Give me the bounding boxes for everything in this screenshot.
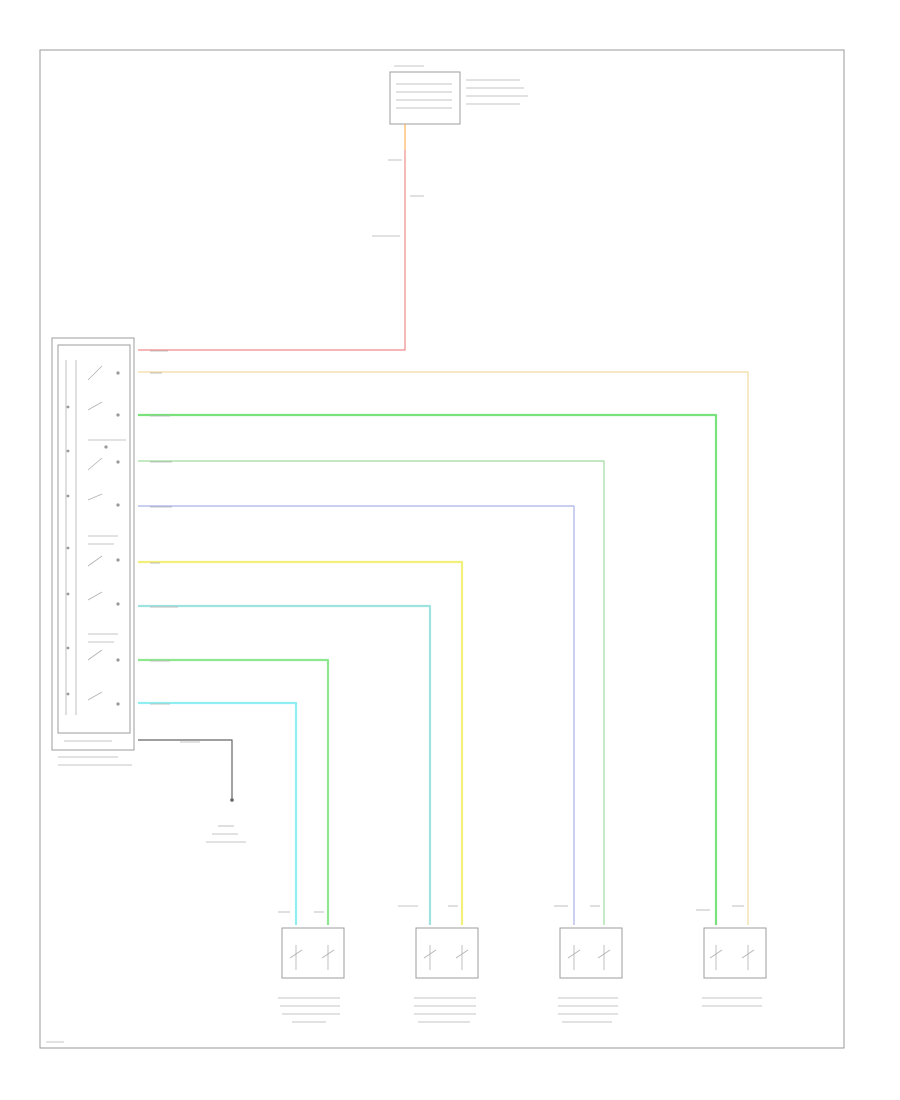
switch-assembly-3 <box>558 927 623 1023</box>
wire-8 <box>138 701 298 925</box>
switch-assembly-2 <box>414 927 479 1023</box>
wire-4 <box>138 505 575 925</box>
switch-assembly-4 <box>702 927 767 1007</box>
wire-1 <box>138 371 749 925</box>
power-feed-wire <box>138 150 406 351</box>
fuse-block <box>389 65 528 125</box>
wire-5 <box>138 560 464 925</box>
module-switches <box>66 365 126 706</box>
ground-lead <box>138 739 233 800</box>
memory-switch-module <box>51 337 135 766</box>
wire-2 <box>138 413 718 925</box>
pin-labels <box>150 350 178 705</box>
wire-3 <box>138 460 605 925</box>
ground-symbol <box>230 798 234 802</box>
wire-6 <box>138 604 432 925</box>
switch-assembly-1 <box>278 927 345 1023</box>
diagram-border <box>39 49 845 1049</box>
wire-7 <box>138 658 330 925</box>
switch-wire-labels <box>278 905 744 913</box>
